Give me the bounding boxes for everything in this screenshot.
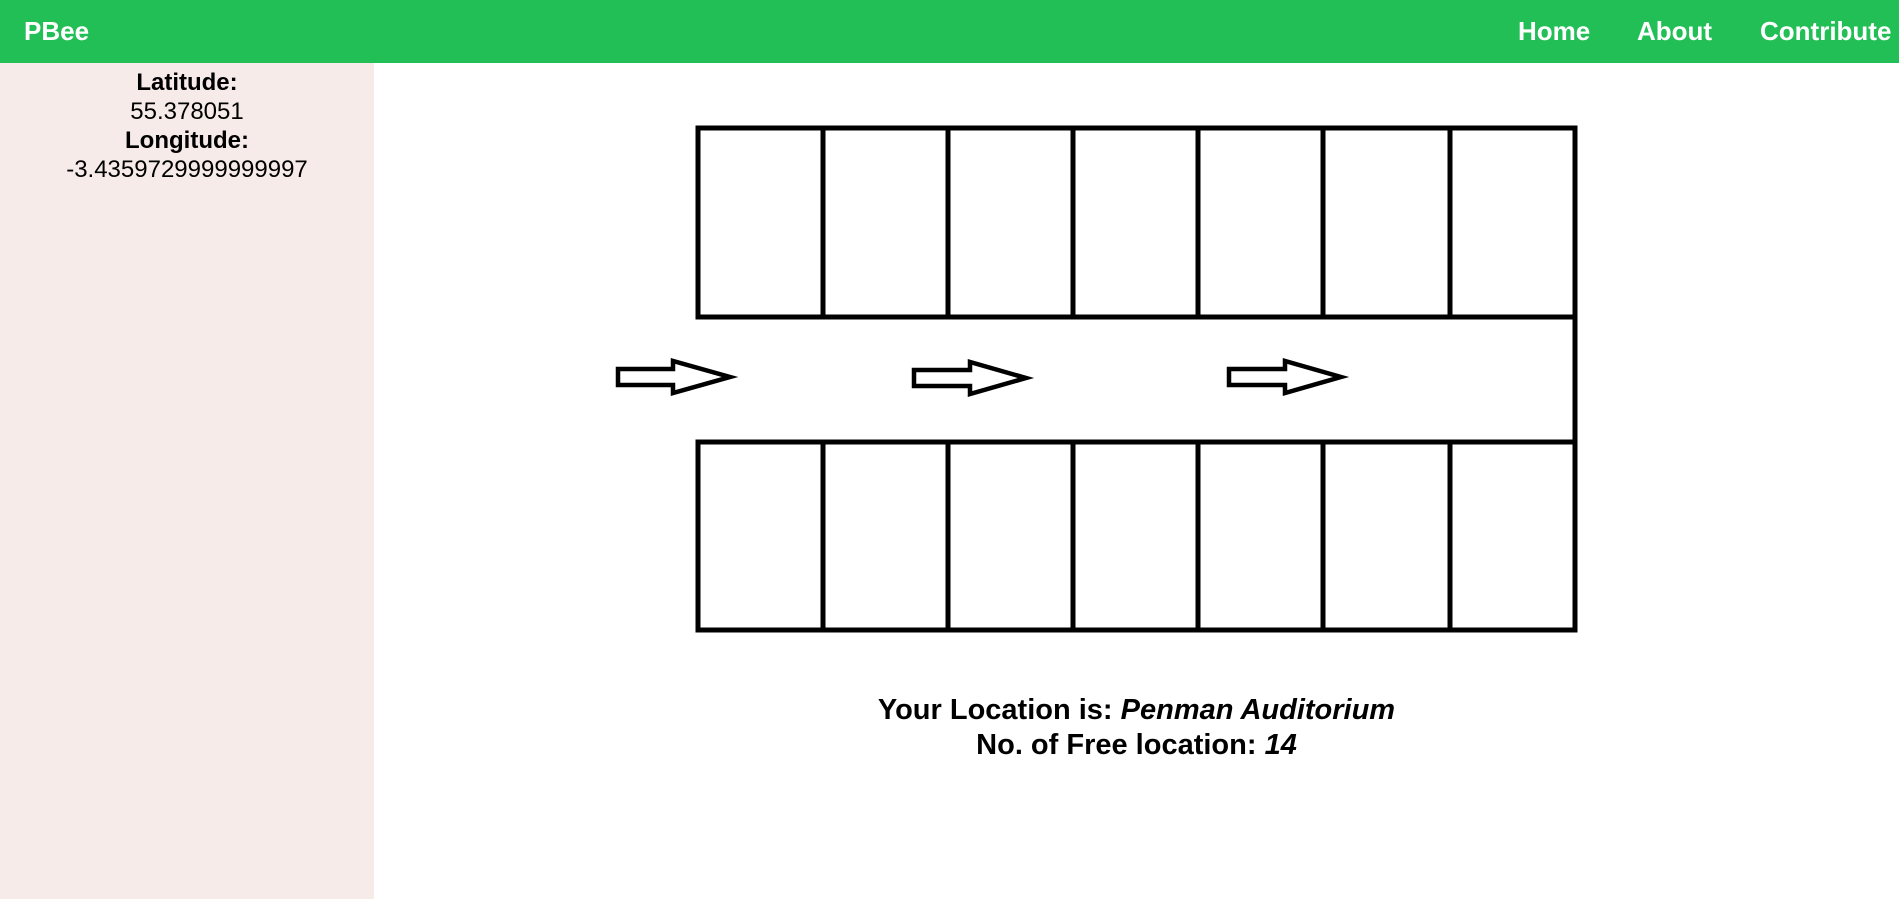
location-value: Penman Auditorium [1120,694,1396,726]
latitude-label: Latitude: [136,69,238,96]
navbar: PBee Home About Contribute [0,0,1899,63]
longitude-value: -3.4359729999999997 [66,156,308,183]
nav-about-link[interactable]: About [1637,16,1713,46]
location-info: Your Location is: Penman Auditorium No. … [374,693,1899,763]
top-row-outline [695,125,1578,320]
latitude-value: 55.378051 [130,98,244,125]
free-count-value: 14 [1264,729,1297,761]
brand-link[interactable]: PBee [24,16,90,46]
arrow-right-icon [615,358,739,396]
location-label: Your Location is: [877,694,1113,726]
location-row: Your Location is: Penman Auditorium [374,693,1899,728]
nav-home-link[interactable]: Home [1518,16,1591,46]
free-count-row: No. of Free location: 14 [374,728,1899,763]
longitude-label: Longitude: [125,127,249,154]
arrow-right-icon [1226,358,1350,396]
nav-contribute-link[interactable]: Contribute [1760,16,1892,46]
free-count-label: No. of Free location: [976,729,1257,761]
arrow-right-icon [911,359,1035,397]
sidebar: Latitude: 55.378051 Longitude: -3.435972… [0,63,374,899]
bottom-row-outline [695,439,1578,633]
